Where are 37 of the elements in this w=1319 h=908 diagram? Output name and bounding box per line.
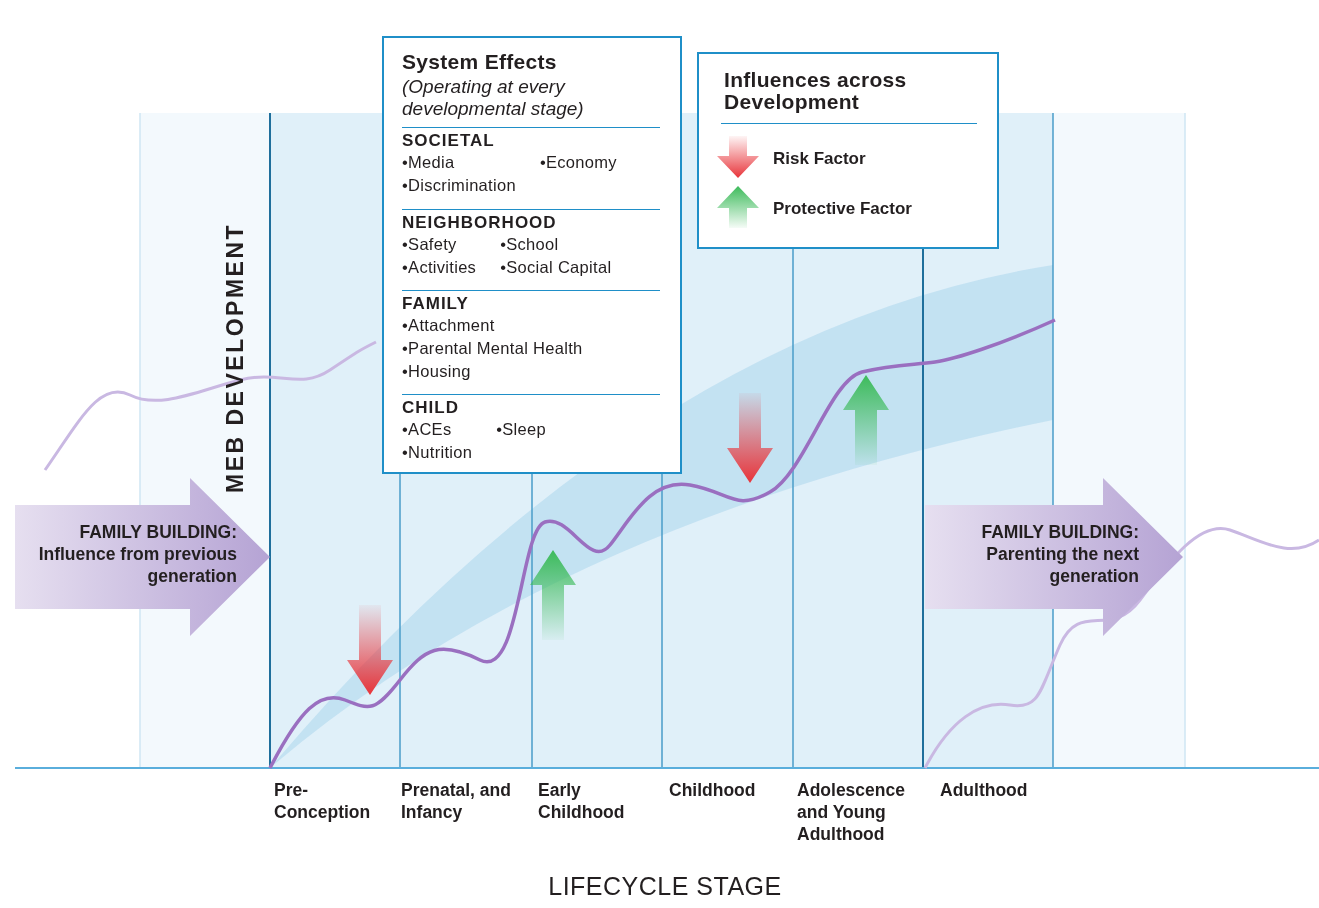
stage-label: Childhood (669, 779, 757, 801)
section-heading: NEIGHBORHOOD (402, 213, 558, 233)
stage-label: Pre- Conception (274, 779, 372, 823)
stage-label: Early Childhood (538, 779, 626, 823)
axis-title: MEB DEVELOPMENT (222, 221, 249, 495)
arrow-text: Parenting the next generation (985, 543, 1139, 587)
block-arrow (925, 478, 1183, 636)
list-item: •Sleep (496, 419, 546, 440)
list-item: •Activities (402, 257, 477, 278)
stage-label: Prenatal, and Infancy (401, 779, 511, 823)
section-heading: CHILD (402, 398, 460, 418)
box-subtitle: (Operating at every developmental stage) (402, 76, 585, 120)
list-item: •Housing (402, 361, 472, 382)
list-item: •School (500, 234, 560, 255)
list-item: •Media (402, 152, 456, 173)
legend-box (697, 52, 999, 249)
axis-title: LIFECYCLE STAGE (547, 872, 783, 901)
list-item: •Social Capital (500, 257, 612, 278)
box-title: System Effects (402, 50, 557, 74)
callout-box (382, 36, 682, 474)
list-item: •Economy (539, 152, 617, 173)
legend-label: Risk Factor (773, 149, 866, 169)
arrow-heading: FAMILY BUILDING: (78, 521, 237, 543)
arrow-heading: FAMILY BUILDING: (980, 521, 1139, 543)
legend-label: Protective Factor (773, 199, 912, 219)
stage-label: Adolescence and Young Adulthood (797, 779, 906, 845)
box-title: Influences across Development (724, 69, 908, 115)
section-heading: SOCIETAL (402, 131, 496, 151)
list-item: •Safety (402, 234, 458, 255)
list-item: •Parental Mental Health (402, 338, 583, 359)
list-item: •Attachment (402, 315, 496, 336)
list-item: •Discrimination (402, 175, 516, 196)
stage-label: Adulthood (940, 779, 1029, 801)
arrow-text: Influence from previous generation (37, 543, 237, 587)
list-item: •Nutrition (402, 442, 473, 463)
section-heading: FAMILY (402, 294, 470, 314)
list-item: •ACEs (402, 419, 453, 440)
